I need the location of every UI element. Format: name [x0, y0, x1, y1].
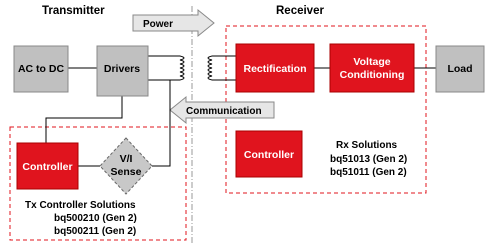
power-label: Power [143, 19, 173, 30]
vi-sense-label-1: V/I [120, 153, 133, 165]
rx-controller-block: Controller [235, 130, 303, 178]
rx-solution-part: bq51013 (Gen 2) [330, 154, 407, 165]
vi-sense-block: V/I Sense [99, 137, 153, 195]
rx-solutions-title: Rx Solutions [336, 140, 398, 151]
ac-to-dc-block: AC to DC [13, 45, 69, 93]
ac-to-dc-label: AC to DC [18, 63, 64, 75]
power-arrow: Power [132, 8, 215, 38]
load-label: Load [447, 63, 472, 75]
transmitter-header: Transmitter [42, 5, 105, 17]
rectification-block: Rectification [235, 43, 315, 93]
rx-coil-icon [207, 55, 213, 81]
receiver-header: Receiver [276, 5, 324, 17]
communication-arrow: Communication [169, 95, 275, 125]
tx-coil-icon [179, 55, 185, 81]
tx-controller-label: Controller [22, 161, 72, 173]
rectification-label: Rectification [243, 63, 306, 75]
drivers-label: Drivers [104, 63, 140, 75]
wires [45, 55, 436, 167]
tx-controller-region [9, 126, 187, 241]
voltage-conditioning-block: Voltage Conditioning [329, 43, 415, 93]
tx-controller-block: Controller [16, 142, 79, 190]
communication-label: Communication [186, 106, 262, 117]
rx-solution-part: bq51011 (Gen 2) [330, 167, 407, 178]
tx-solutions: Tx Controller Solutions bq500210 (Gen 2)… [25, 200, 137, 237]
tx-solution-part: bq500210 (Gen 2) [54, 213, 137, 224]
tx-solutions-title: Tx Controller Solutions [25, 200, 136, 211]
vi-sense-label-2: Sense [111, 166, 142, 178]
rx-region [225, 25, 427, 194]
rx-solutions: Rx Solutions bq51013 (Gen 2) bq51011 (Ge… [330, 140, 407, 178]
drivers-block: Drivers [96, 45, 149, 97]
voltage-conditioning-label-2: Conditioning [340, 69, 405, 81]
rx-controller-label: Controller [244, 149, 294, 161]
voltage-conditioning-label-1: Voltage [353, 56, 390, 68]
tx-solution-part: bq500211 (Gen 2) [54, 226, 136, 237]
load-block: Load [435, 45, 485, 93]
